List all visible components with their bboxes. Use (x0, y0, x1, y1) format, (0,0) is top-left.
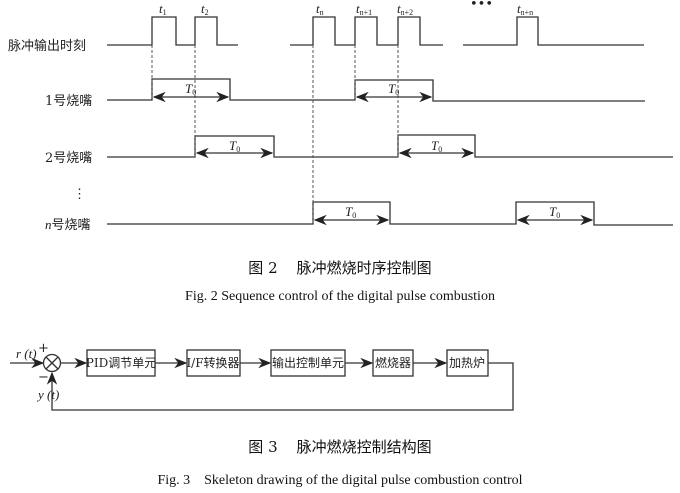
block-pid-label: PID调节单元 (86, 356, 156, 370)
burner-2-waveform (107, 134, 673, 158)
block-furnace-label: 加热炉 (449, 356, 485, 370)
burner-n-waveform (107, 201, 673, 226)
block-burner-label: 燃烧器 (375, 355, 411, 370)
row-label-burner-2: 2号烧嘴 (45, 151, 92, 166)
control-block-diagram: r (t) y (t) + − PID调节单元 I/F转换器 输出控制单元 燃烧… (10, 341, 523, 488)
figure-2-caption-en: Fig. 2 Sequence control of the digital p… (185, 289, 495, 304)
pulse-labels: t1 t2 tn tn+1 tn+2 tn+n (159, 1, 533, 17)
period-label: T0 (388, 81, 399, 97)
row-label-burner-1: 1号烧嘴 (45, 94, 92, 109)
pulse-label: tn+n (517, 1, 533, 17)
block-pid (86, 349, 156, 377)
dashed-guides (151, 45, 399, 224)
figure-3-caption-cn: 图 3 脉冲燃烧控制结构图 (248, 438, 431, 456)
pulse-label: tn+2 (397, 1, 413, 17)
period-arrows (152, 91, 594, 226)
pulse-waveform-a (107, 16, 238, 46)
input-signal-label: r (t) (16, 346, 37, 361)
pulse-ellipsis: ••• (470, 0, 493, 12)
period-label: T0 (345, 204, 356, 220)
block-output-control-label: 输出控制单元 (272, 355, 344, 370)
burner-1-waveform (107, 78, 645, 102)
pulse-label: t2 (201, 1, 209, 17)
pulse-label: tn+1 (356, 1, 372, 17)
block-if-converter-label: I/F转换器 (186, 355, 239, 370)
period-labels: T0 T0 T0 T0 T0 T0 (185, 81, 560, 220)
figure-3-caption-en: Fig. 3 Skeleton drawing of the digital p… (157, 473, 522, 488)
pulse-label: t1 (159, 1, 167, 17)
minus-sign: − (38, 370, 49, 385)
block-burner (372, 349, 414, 377)
vertical-ellipsis: ⋮ (73, 187, 86, 202)
period-label: T0 (185, 81, 196, 97)
pulse-waveform-b (290, 16, 443, 46)
period-label: T0 (431, 138, 442, 154)
figure-2-caption-cn: 图 2 脉冲燃烧时序控制图 (248, 259, 431, 277)
sequence-timing-diagram: 脉冲输出时刻 1号烧嘴 2号烧嘴 ⋮ n号烧嘴 ••• t1 t2 tn tn+… (8, 0, 673, 304)
period-label: T0 (229, 138, 240, 154)
period-label: T0 (549, 204, 560, 220)
pulse-label: tn (316, 1, 324, 17)
row-label-pulse: 脉冲输出时刻 (8, 38, 86, 54)
plus-sign: + (38, 341, 49, 356)
pulse-waveform-c (463, 16, 644, 46)
summing-junction-icon (42, 353, 62, 373)
feedback-signal-label: y (t) (36, 387, 59, 402)
row-label-burner-n: n号烧嘴 (45, 217, 91, 233)
block-output-control (270, 349, 346, 377)
feedback-loop (46, 362, 514, 411)
